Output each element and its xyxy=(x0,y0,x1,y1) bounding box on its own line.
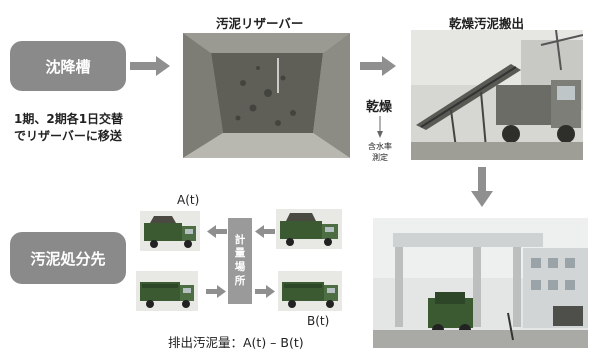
arrow-right-icon xyxy=(130,56,170,76)
conveyor-truck-photo xyxy=(411,30,583,160)
arrow-left-icon xyxy=(207,225,227,238)
arrow-right-icon xyxy=(360,56,396,76)
arrow-left-icon xyxy=(255,225,275,238)
disposal-destination-label: 汚泥処分先 xyxy=(30,249,106,268)
small-down-arrow-icon xyxy=(377,116,383,138)
truck-empty-photo xyxy=(278,271,342,311)
weight-b-label: B(t) xyxy=(307,314,330,328)
weight-a-label: A(t) xyxy=(177,193,200,207)
weighing-char: 計 xyxy=(234,233,246,246)
sludge-reservoir-title: 汚泥リザーバー xyxy=(216,16,304,31)
arrow-down-icon xyxy=(471,167,493,207)
sludge-reservoir-photo xyxy=(183,33,350,158)
weighing-char: 場 xyxy=(234,261,246,273)
arrow-right-icon xyxy=(255,285,275,298)
dry-sludge-out-title: 乾燥汚泥搬出 xyxy=(449,16,525,31)
moisture-label-line1: 含水率 xyxy=(368,142,392,151)
weighing-char: 所 xyxy=(234,274,246,287)
truck-loaded-photo xyxy=(276,209,342,249)
transfer-note-line2: でリザーバーに移送 xyxy=(14,129,122,143)
moisture-label-line2: 測定 xyxy=(372,153,388,162)
truck-loaded-photo xyxy=(140,211,200,251)
weighing-char: 量 xyxy=(234,247,246,260)
truck-empty-photo xyxy=(136,271,198,311)
drying-label: 乾燥 xyxy=(366,100,393,115)
weighing-place-box: 計 量 場 所 xyxy=(228,218,252,304)
arrow-right-icon xyxy=(206,285,226,298)
disposal-destination-box: 汚泥処分先 xyxy=(10,232,126,284)
settling-tank-box: 沈降槽 xyxy=(10,41,126,91)
weighing-station-photo xyxy=(373,218,588,348)
settling-tank-label: 沈降槽 xyxy=(45,57,91,76)
discharge-formula: 排出汚泥量：A(t) – B(t) xyxy=(168,335,304,350)
transfer-note-line1: 1期、2期各1日交替 xyxy=(14,112,124,126)
